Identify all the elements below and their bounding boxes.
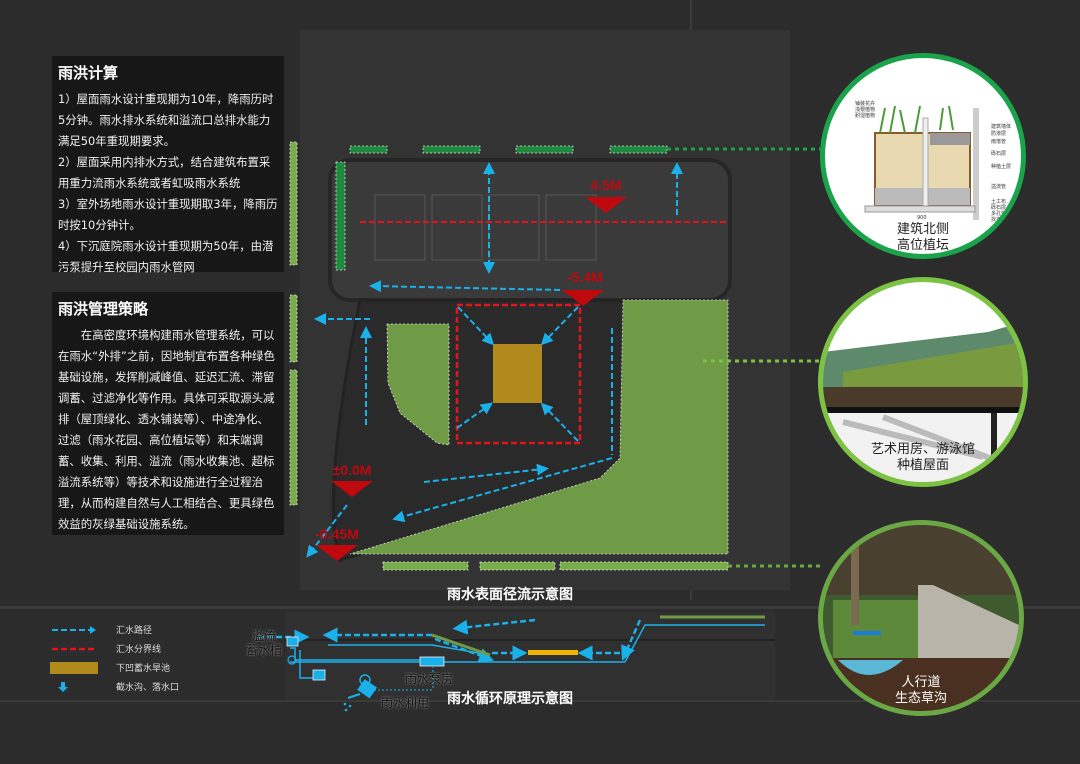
annotation: 土工布 (991, 199, 1007, 205)
elevation-label: ±0.0M (333, 462, 372, 478)
green-roof-drawing (823, 322, 1023, 482)
pump-room-box (419, 656, 445, 667)
detail-green-roof-circle: 艺术用房、游泳馆种植屋面 (818, 277, 1028, 487)
bioswale-photo (823, 525, 1019, 711)
green-lawn (349, 299, 729, 555)
elevation-marker (562, 290, 604, 306)
overflow-tank (286, 636, 299, 647)
annotation: 900 (917, 215, 927, 221)
bg-road-line (0, 606, 1080, 609)
legend: 汇水路径 汇水分界线 下凹蓄水旱池 截水沟、落水口 (50, 620, 179, 696)
annotation: 雨落管 (991, 139, 1007, 145)
annotation: 耐湿植物 (855, 113, 876, 119)
elevation-marker (585, 197, 627, 213)
detail-caption: 建筑北侧高位植坛 (896, 222, 949, 253)
legend-item: 下凹蓄水旱池 (50, 658, 179, 677)
legend-label: 下凹蓄水旱池 (116, 664, 171, 674)
legend-label: 截水沟、落水口 (116, 683, 180, 693)
legend-label: 汇水分界线 (116, 645, 162, 655)
green-planting (386, 323, 450, 446)
legend-label: 汇水路径 (116, 626, 153, 636)
detail-caption: 艺术用房、游泳馆种植屋面 (870, 442, 975, 473)
catchment-boundary (455, 303, 582, 445)
annotation: 找平层 (991, 217, 1007, 223)
calc-item: 3）室外场地雨水设计重现期取3年，降雨历时按10分钟计。 (58, 197, 278, 232)
calc-item: 2）屋面采用内排水方式，结合建筑布置采用重力流雨水系统或者虹吸雨水系统 (58, 155, 271, 190)
strategy-body: 在高密度环境构建雨水管理系统，可以在雨水“外排”之前，因地制宜布置各种绿色基础设… (58, 328, 275, 531)
annotation: 溢流管 (991, 184, 1007, 190)
elevation-label: -0.45M (315, 526, 359, 542)
storage-tank (312, 669, 326, 681)
section-dry-pond (528, 650, 578, 655)
runoff-paths (306, 162, 683, 558)
courts-area (328, 158, 732, 302)
section-diagram (258, 612, 775, 712)
rainflood-calculation-panel: 雨洪计算 1）屋面雨水设计重现期为10年，降雨历时5分钟。雨水排水系统和溢流口总… (52, 56, 284, 274)
elevation-label: 4.5M (590, 177, 621, 193)
planter-bars-north (335, 145, 668, 271)
detail-caption: 人行道生态草沟 (894, 675, 947, 706)
blue-dashed-arrow-icon (50, 624, 98, 636)
annotation: 砾石层 (991, 205, 1007, 211)
section-title: 雨水循环原理示意图 (447, 691, 573, 707)
rainflood-strategy-panel: 雨洪管理策略 在高密度环境构建雨水管理系统，可以在雨水“外排”之前，因地制宜布置… (52, 292, 284, 535)
legend-item: 汇水分界线 (50, 639, 179, 658)
calc-item: 4）下沉庭院雨水设计重现期为50年，由潜污泵提升至校园内雨水管网 (58, 239, 274, 274)
annotation: 浅根植物 (855, 107, 876, 113)
red-dashed-line-icon (50, 643, 98, 655)
plan-title: 雨水表面径流示意图 (447, 587, 573, 603)
annotation: 多孔管 (991, 211, 1007, 217)
planter-section-drawing (864, 105, 979, 220)
overflow-tank-label: 溢流 蓄水槽 (245, 629, 282, 657)
elevation-markers (316, 197, 627, 561)
annotation: 种植土层 (991, 164, 1012, 170)
reuse-label: 雨水利用 (381, 696, 430, 710)
elevation-label: -5.4M (567, 269, 603, 285)
calc-item: 1）屋面雨水设计重现期为10年，降雨历时5分钟。雨水排水系统和溢流口总排水能力满… (58, 92, 274, 148)
annotation: 铺装花卉 (855, 101, 876, 107)
detail-bioswale-circle: 人行道生态草沟 (818, 520, 1024, 716)
watering-can-icon (343, 674, 377, 712)
elevation-marker (316, 545, 358, 561)
ochre-box-icon (50, 661, 98, 674)
panel-title: 雨洪计算 (58, 64, 119, 82)
legend-item: 截水沟、落水口 (50, 677, 179, 696)
detail-planter-circle: 铺装花卉 浅根植物 耐湿植物 建筑墙体 防渗层 雨落管 砾石层 种植土层 溢流管… (820, 53, 1026, 259)
planter-bars (289, 141, 729, 571)
legend-item: 汇水路径 (50, 620, 179, 639)
annotation: 建筑墙体 (991, 124, 1012, 130)
sunken-dry-pond (493, 344, 542, 403)
panel-title: 雨洪管理策略 (58, 300, 149, 318)
annotation: 防渗层 (991, 131, 1007, 137)
blue-down-arrow-icon (50, 681, 98, 693)
elevation-marker (331, 481, 373, 497)
pump-room-label: 雨水泵房 (405, 672, 454, 686)
annotation: 砾石层 (991, 151, 1007, 157)
bg-road-line (0, 700, 1080, 702)
